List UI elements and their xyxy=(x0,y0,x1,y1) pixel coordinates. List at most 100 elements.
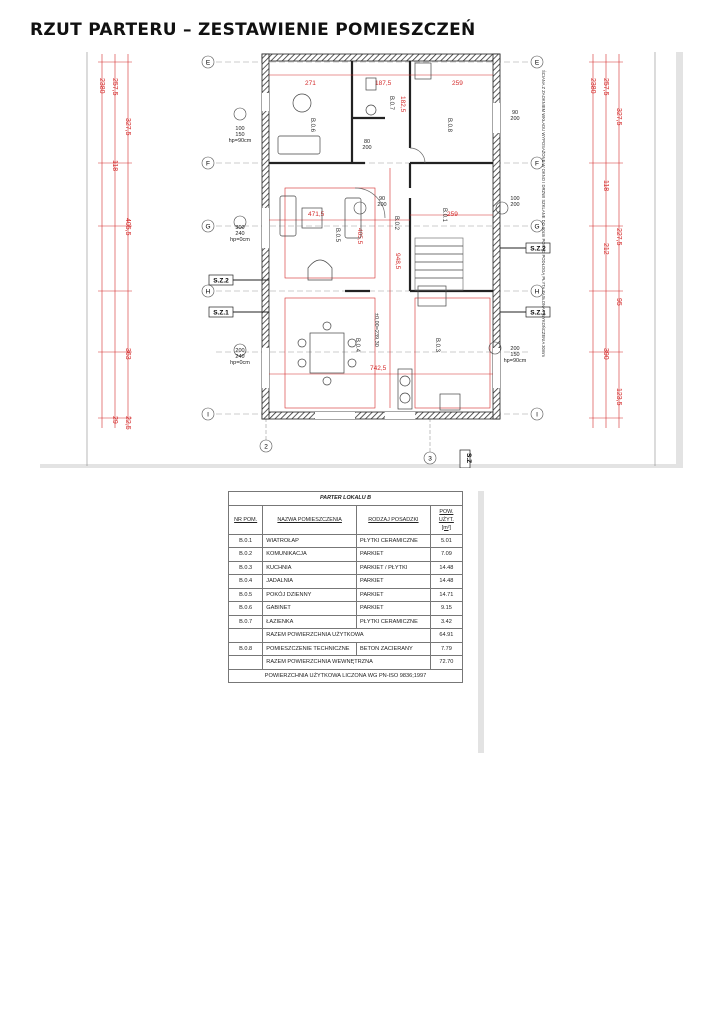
room-label-b08: B.0.8 xyxy=(446,118,452,133)
room-label-b06: B.0.6 xyxy=(309,118,315,133)
room-area: 9.15 xyxy=(429,601,464,616)
room-floor: PARKIET xyxy=(356,574,431,589)
svg-text:390: 390 xyxy=(602,348,609,360)
axis-bubbles-right: E F G H I xyxy=(530,55,544,421)
room-floor: PŁYTKI CERAMICZNE xyxy=(356,533,431,548)
room-floor: BETON ZACIERANY xyxy=(356,641,431,656)
exterior-walls xyxy=(261,53,501,420)
svg-text:G: G xyxy=(205,224,210,231)
room-number: B.0.6 xyxy=(227,601,264,616)
svg-text:187,5: 187,5 xyxy=(375,80,392,87)
room-number: B.0.7 xyxy=(227,614,264,629)
svg-text:I: I xyxy=(536,412,538,419)
dimension-label: 405,5 xyxy=(124,218,131,236)
table-header-row: NR POM. NAZWA POMIESZCZENIA RODZAJ POSAD… xyxy=(227,504,464,535)
room-number: B.0.8 xyxy=(227,641,264,656)
dimension-label: 2380 xyxy=(98,78,105,94)
svg-text:H: H xyxy=(206,289,211,296)
room-number: B.0.5 xyxy=(227,587,264,602)
dimension-label: 29 xyxy=(111,416,118,424)
right-dimension-chain xyxy=(589,54,623,428)
table-row: B.0.8 POMIESZCZENIE TECHNICZNE BETON ZAC… xyxy=(227,641,464,656)
room-label-b05: B.0.5 xyxy=(334,228,340,243)
room-name: WIATROŁAP xyxy=(262,533,357,548)
floor-plan-drawing: 2380 257,5 327,5 118 405,5 363 29 22,5 2… xyxy=(86,52,656,468)
room-labels: B.0.6 B.0.7 B.0.8 B.0.1 B.0.2 B.0.5 B.0.… xyxy=(309,96,452,353)
svg-text:S.Z.1: S.Z.1 xyxy=(213,310,229,317)
page-title: RZUT PARTERU – ZESTAWIENIE POMIESZCZEŃ xyxy=(30,20,476,40)
table-footnote: POWIERZCHNIA UŻYTKOWA LICZONA WG PN-ISO … xyxy=(228,668,463,683)
usable-total-row: RAZEM POWIERZCHNIA UŻYTKOWA 64.91 xyxy=(227,628,464,643)
dimension-label: 327,5 xyxy=(124,118,131,136)
room-area: 3.42 xyxy=(429,614,464,629)
header-name: NAZWA POMIESZCZENIA xyxy=(262,504,357,535)
room-area: 7.79 xyxy=(429,641,464,656)
dimension-label: 22,5 xyxy=(124,416,131,430)
room-label-b07: B.0.7 xyxy=(388,96,394,111)
room-floor: PŁYTKI CERAMICZNE xyxy=(356,614,431,629)
header-area: POW. UŻYT. [m²] xyxy=(429,504,464,535)
header-floor: RODZAJ POSADZKI xyxy=(356,504,431,535)
svg-text:E: E xyxy=(535,60,540,67)
room-name: POMIESZCZENIE TECHNICZNE xyxy=(262,641,357,656)
room-label-b01: B.0.1 xyxy=(441,208,447,223)
right-dimension-labels: 2380 257,5 327,5 118 227,5 212 95 390 12… xyxy=(589,78,622,406)
room-schedule: PARTER LOKALU B NR POM. NAZWA POMIESZCZE… xyxy=(227,491,464,683)
footnote-row: POWIERZCHNIA UŻYTKOWA LICZONA WG PN-ISO … xyxy=(228,668,463,683)
svg-text:118: 118 xyxy=(602,180,609,191)
section-marks: S.Z.2 S.Z.1 S.Z.2 S.Z.1 S.Z xyxy=(208,242,551,468)
svg-text:182,5: 182,5 xyxy=(399,96,406,113)
room-area: 14.71 xyxy=(429,587,464,602)
svg-text:742,5: 742,5 xyxy=(370,365,387,372)
svg-text:S.Z.2: S.Z.2 xyxy=(213,278,229,285)
room-number: B.0.3 xyxy=(227,560,264,575)
left-dimension-chain xyxy=(98,54,132,428)
plan-note: ŚCIANA Z ZAOKNIEM WKŁADU WYPOSAŻONE W OK… xyxy=(541,70,546,357)
svg-text:S.Z.1: S.Z.1 xyxy=(530,310,546,317)
svg-text:271: 271 xyxy=(305,80,316,87)
usable-total-value: 64.91 xyxy=(429,628,464,643)
room-label-b04: B.0.4 xyxy=(354,338,360,353)
room-number: B.0.1 xyxy=(227,533,264,548)
svg-text:3: 3 xyxy=(428,456,432,463)
svg-text:S.Z.2: S.Z.2 xyxy=(530,246,546,253)
sheet-edge-table-right xyxy=(478,491,484,753)
axis-bubbles-bottom: 2 3 xyxy=(259,418,437,465)
room-label-b03: B.0.3 xyxy=(434,338,440,353)
header-no: NR POM. xyxy=(227,504,264,535)
svg-text:F: F xyxy=(206,161,210,168)
svg-text:257,5: 257,5 xyxy=(602,78,609,96)
room-number: B.0.2 xyxy=(227,547,264,562)
svg-text:2380: 2380 xyxy=(589,78,596,94)
furniture xyxy=(277,62,464,411)
usable-total-label: RAZEM POWIERZCHNIA UŻYTKOWA xyxy=(262,628,431,643)
room-area: 14.48 xyxy=(429,560,464,575)
svg-text:259: 259 xyxy=(447,211,458,218)
axis-bubbles-left: E F G H I xyxy=(201,55,215,421)
internal-total-row: RAZEM POWIERZCHNIA WEWNĘTRZNA 72.70 xyxy=(227,655,464,670)
level-mark: ±0,00=239,30 xyxy=(373,313,379,347)
sheet-edge-plan-right xyxy=(676,52,683,466)
svg-text:212: 212 xyxy=(602,243,609,255)
room-area: 14.48 xyxy=(429,574,464,589)
room-name: JADALNIA xyxy=(262,574,357,589)
room-dimensions xyxy=(269,74,493,409)
room-schedule-table: PARTER LOKALU B NR POM. NAZWA POMIESZCZE… xyxy=(227,491,464,683)
room-area: 5.01 xyxy=(429,533,464,548)
room-floor: PARKIET / PŁYTKI xyxy=(356,560,431,575)
svg-text:S.Z: S.Z xyxy=(465,453,472,463)
